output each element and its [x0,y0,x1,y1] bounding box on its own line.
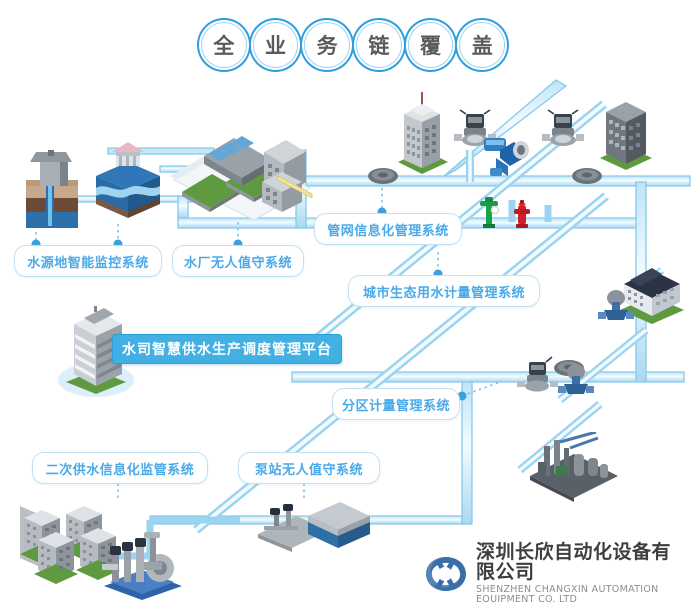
label-water-source-system[interactable]: 水源地智能监控系统 [14,245,162,277]
office-building-icon [596,90,656,172]
label-central-platform[interactable]: 水司智慧供水生产调度管理平台 [112,334,342,364]
electromagnetic-flowmeter-icon [480,128,536,184]
pressure-reducing-valve-icon [596,288,636,326]
groundwater-well-icon [18,140,88,232]
badge-ring-inner [201,22,247,68]
badge-ring-inner [304,22,351,68]
badge-ring-inner [252,22,299,68]
badge-char: 务 [316,34,338,58]
badge-char: 全 [213,34,235,58]
company-name-en: SHENZHEN CHANGXIN AUTOMATION EQUIPMENT C… [476,584,659,602]
badge-ring-outer [455,18,510,72]
changxin-logo-icon [424,554,468,594]
label-water-plant-system[interactable]: 水厂无人值守系统 [172,245,304,277]
company-name-cn: 深圳长欣自动化设备有限公司 [476,540,672,583]
residential-villa-icon [614,258,690,328]
label-text: 城市生态用水计量管理系统 [362,285,525,301]
water-treatment-plant-icon [168,116,318,224]
smart-valve-icon [516,356,560,396]
pump-station-building-icon [256,496,372,556]
label-pipe-network-system[interactable]: 管网信息化管理系统 [314,213,462,245]
industrial-factory-icon [526,430,622,502]
label-dma-metering-system[interactable]: 分区计量管理系统 [332,388,460,420]
manhole-cover-icon [366,166,400,188]
manhole-cover-icon [570,166,604,188]
office-tower-icon [56,306,136,398]
headline-badges: 全 业 务 链 覆 盖 [196,14,510,76]
fire-hydrant-icon [512,198,532,228]
footer-branding: 深圳长欣自动化设备有限公司 SHENZHEN CHANGXIN AUTOMATI… [424,542,688,602]
badge-char: 盖 [471,34,493,58]
label-text: 水厂无人值守系统 [183,255,292,271]
badge-gai: 盖 [454,17,510,73]
pressure-reducing-valve-icon [556,362,596,400]
label-secondary-supply-system[interactable]: 二次供水信息化监管系统 [32,452,208,484]
label-pump-station-system[interactable]: 泵站无人值守系统 [238,452,380,484]
badge-ring-inner [407,22,454,68]
residential-buildings-icon [10,494,136,590]
high-rise-building-icon [392,88,454,176]
smart-valve-icon [452,108,498,150]
label-text: 二次供水信息化监管系统 [45,462,195,478]
smart-valve-icon [540,108,586,150]
badge-ring-inner [459,22,506,68]
label-text: 管网信息化管理系统 [327,223,449,239]
badge-char: 链 [368,34,390,58]
label-text: 水司智慧供水生产调度管理平台 [122,342,332,358]
label-eco-metering-system[interactable]: 城市生态用水计量管理系统 [348,275,540,307]
reservoir-intake-icon [88,138,166,224]
label-text: 泵站无人值守系统 [254,462,363,478]
badge-ring-inner [356,22,402,68]
badge-char: 业 [265,34,286,58]
booster-pump-unit-icon [100,524,186,600]
badge-char: 覆 [420,34,442,58]
label-text: 分区计量管理系统 [341,398,450,414]
label-text: 水源地智能监控系统 [27,255,149,271]
footer-text: 深圳长欣自动化设备有限公司 SHENZHEN CHANGXIN AUTOMATI… [476,540,688,602]
green-standpipe-icon [478,196,500,228]
